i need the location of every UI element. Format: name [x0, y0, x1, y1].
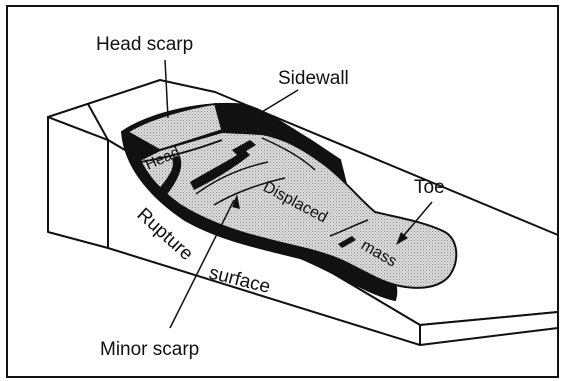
label-sidewall: Sidewall: [278, 68, 349, 89]
label-toe: Toe: [414, 177, 445, 198]
label-minor-scarp: Minor scarp: [100, 339, 199, 360]
label-head-scarp: Head scarp: [96, 34, 193, 55]
